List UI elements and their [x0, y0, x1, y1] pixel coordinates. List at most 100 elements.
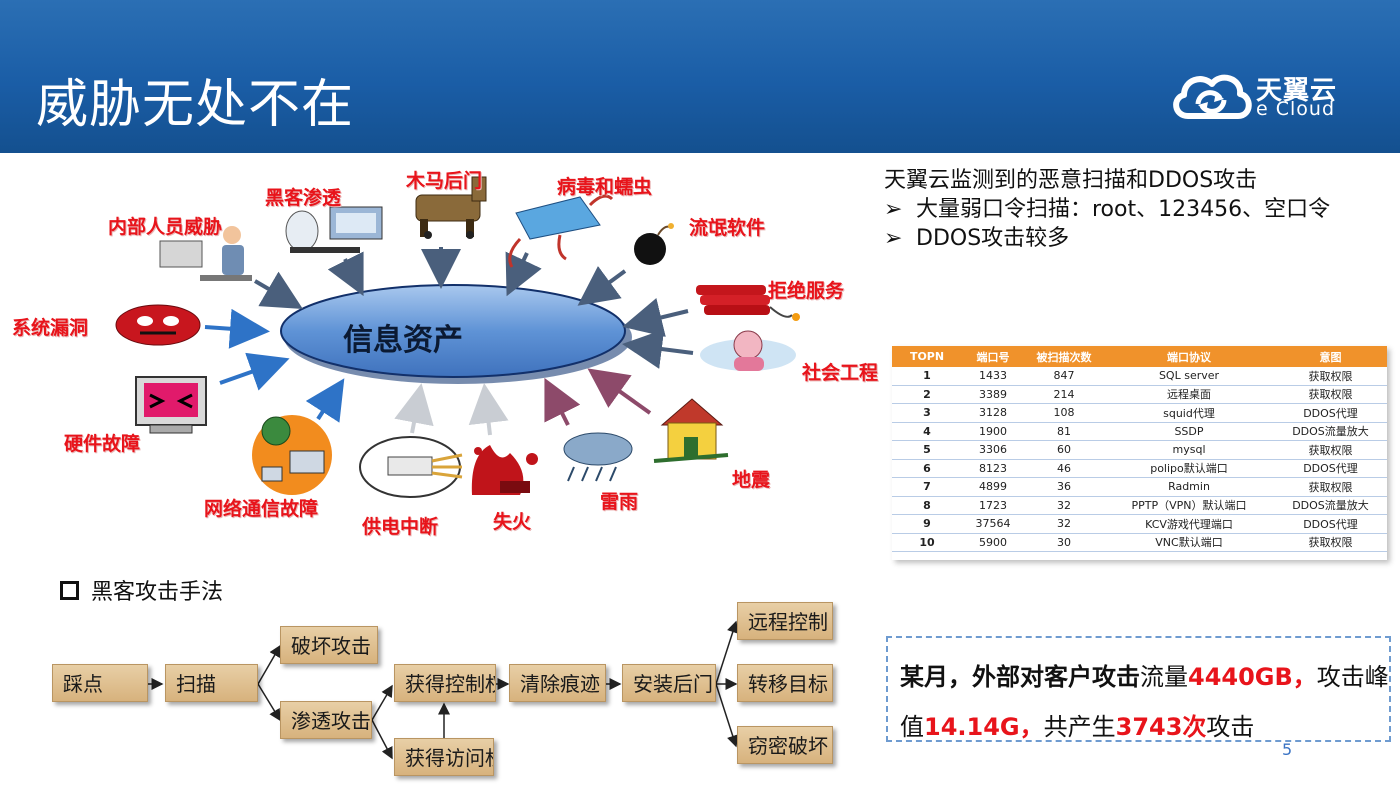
column-header: 意图 [1274, 346, 1387, 367]
step-install-backdoor: 安装后门 [622, 664, 716, 702]
threat-dos: 拒绝服务 [768, 280, 845, 302]
table-cell: DDOS代理 [1274, 459, 1387, 478]
table-cell: 4899 [962, 477, 1024, 497]
table-cell: 1723 [962, 496, 1024, 515]
arrow-fire [468, 383, 509, 436]
table-row: 2 3389 214 远程桌面 获取权限 [892, 385, 1387, 404]
threat-insider: 内部人员威胁 [108, 216, 223, 238]
table-cell: DDOS流量放大 [1274, 496, 1387, 515]
table-cell: VNC默认端口 [1104, 533, 1274, 552]
insider-icon [159, 226, 252, 281]
table-row: 4 1900 81 SSDP DDOS流量放大 [892, 422, 1387, 441]
attack-summary-box: 某月，外部对客户攻击流量4440GB，攻击峰值14.14G，共产生3743次攻击 [886, 636, 1391, 742]
arrow-power [394, 383, 434, 434]
logo-text-en: e Cloud [1256, 98, 1336, 120]
summary-traffic-value: 4440GB [1188, 663, 1293, 691]
table-cell: 32 [1024, 496, 1104, 515]
social-engineering-icon [700, 330, 796, 371]
table-cell: 获取权限 [1274, 367, 1387, 386]
table-cell: DDOS代理 [1274, 514, 1387, 534]
notes-heading: 天翼云监测到的恶意扫描和DDOS攻击 [884, 168, 1258, 193]
step-footprint: 踩点 [52, 664, 148, 702]
threat-rogueware: 流氓软件 [689, 217, 766, 239]
logo-text-cn: 天翼云 [1256, 76, 1338, 106]
step-scan: 扫描 [165, 664, 258, 702]
bullet-arrow-icon: ➢ [884, 226, 903, 251]
summary-text: 攻击 [1206, 713, 1255, 741]
step-gain-access: 获得访问权 [394, 738, 494, 776]
trojan-horse-icon [415, 176, 487, 239]
table-cell: 8 [892, 496, 962, 515]
virus-worm-icon [508, 194, 614, 268]
table-cell: 1433 [962, 367, 1024, 386]
summary-text: 共产生 [1043, 713, 1116, 741]
summary-lead: 某月，外部对客户攻击 [900, 663, 1140, 691]
table-cell: 1900 [962, 422, 1024, 441]
notes-bullet: ➢ 大量弱口令扫描：root、123456、空口令 [884, 195, 1384, 224]
table-cell: Radmin [1104, 477, 1274, 497]
port-scan-table-image: TOPN 端口号 被扫描次数 端口协议 意图 1 1433 847 SQL se… [892, 346, 1387, 560]
table-cell: 3306 [962, 440, 1024, 460]
table-cell: DDOS流量放大 [1274, 422, 1387, 441]
table-header-row: TOPN 端口号 被扫描次数 端口协议 意图 [892, 346, 1387, 367]
table-cell: 3128 [962, 403, 1024, 423]
step-remote-control: 远程控制 [737, 602, 833, 640]
table-cell: 获取权限 [1274, 440, 1387, 460]
vulnerability-icon [115, 304, 201, 346]
column-header: 被扫描次数 [1024, 346, 1104, 367]
table-cell: 7 [892, 477, 962, 497]
attack-flow-connectors [148, 620, 739, 760]
table-cell: 3389 [962, 385, 1024, 404]
threat-network-fault: 网络通信故障 [204, 498, 319, 520]
step-clear-traces: 清除痕迹 [509, 664, 606, 702]
table-cell: 获取权限 [1274, 477, 1387, 497]
step-steal-destroy: 窃密破坏 [737, 726, 833, 764]
logo: 天翼云 e Cloud [1168, 66, 1358, 122]
network-fault-icon [252, 415, 332, 495]
table-cell: 5 [892, 440, 962, 460]
threat-fire: 失火 [493, 511, 532, 533]
summary-text: 攻击峰值 [900, 663, 1389, 741]
power-plug-icon [359, 436, 463, 498]
asset-label: 信息资产 [343, 323, 463, 358]
table-cell: 108 [1024, 403, 1104, 423]
table-cell: SQL server [1104, 367, 1274, 386]
table-cell: 5900 [962, 533, 1024, 552]
table-cell: 10 [892, 533, 962, 552]
arrow-earthquake [587, 368, 652, 415]
table-row: 10 5900 30 VNC默认端口 获取权限 [892, 533, 1387, 552]
step-move-target: 转移目标 [737, 664, 833, 702]
table-cell: DDOS代理 [1274, 403, 1387, 423]
arrow-network [305, 378, 345, 423]
bomb-icon [634, 223, 674, 265]
table-cell: SSDP [1104, 422, 1274, 441]
bullet-arrow-icon: ➢ [884, 197, 903, 222]
table-row: 5 3306 60 mysql 获取权限 [892, 440, 1387, 460]
threat-power-outage: 供电中断 [362, 516, 439, 538]
arrow-hacker [327, 251, 364, 297]
arrow-virus [505, 251, 542, 297]
threat-trojan: 木马后门 [406, 170, 483, 192]
table-cell: 获取权限 [1274, 533, 1387, 552]
arrow-social [622, 329, 694, 369]
summary-attack-count: 3743次 [1115, 713, 1207, 741]
table-cell: 60 [1024, 440, 1104, 460]
threat-system-vuln: 系统漏洞 [12, 317, 89, 339]
table-row: 7 4899 36 Radmin 获取权限 [892, 477, 1387, 497]
hack-methods-heading: 黑客攻击手法 [60, 574, 223, 606]
table-cell: 2 [892, 385, 962, 404]
bullet-text: 大量弱口令扫描：root、123456、空口令 [916, 197, 1331, 222]
threat-hardware-fault: 硬件故障 [64, 433, 141, 455]
table-cell: 847 [1024, 367, 1104, 386]
square-bullet-icon [60, 581, 79, 600]
table-cell: 获取权限 [1274, 385, 1387, 404]
arrow-rogueware [577, 265, 627, 306]
bullet-text: DDOS攻击较多 [916, 226, 1070, 251]
table-cell: 36 [1024, 477, 1104, 497]
cloud-logo-icon [1173, 74, 1252, 119]
table-cell: 46 [1024, 459, 1104, 478]
dynamite-icon [696, 285, 800, 321]
column-header: 端口协议 [1104, 346, 1274, 367]
header-banner: 威胁无处不在 天翼云 e Cloud [0, 0, 1400, 153]
table-cell: 81 [1024, 422, 1104, 441]
